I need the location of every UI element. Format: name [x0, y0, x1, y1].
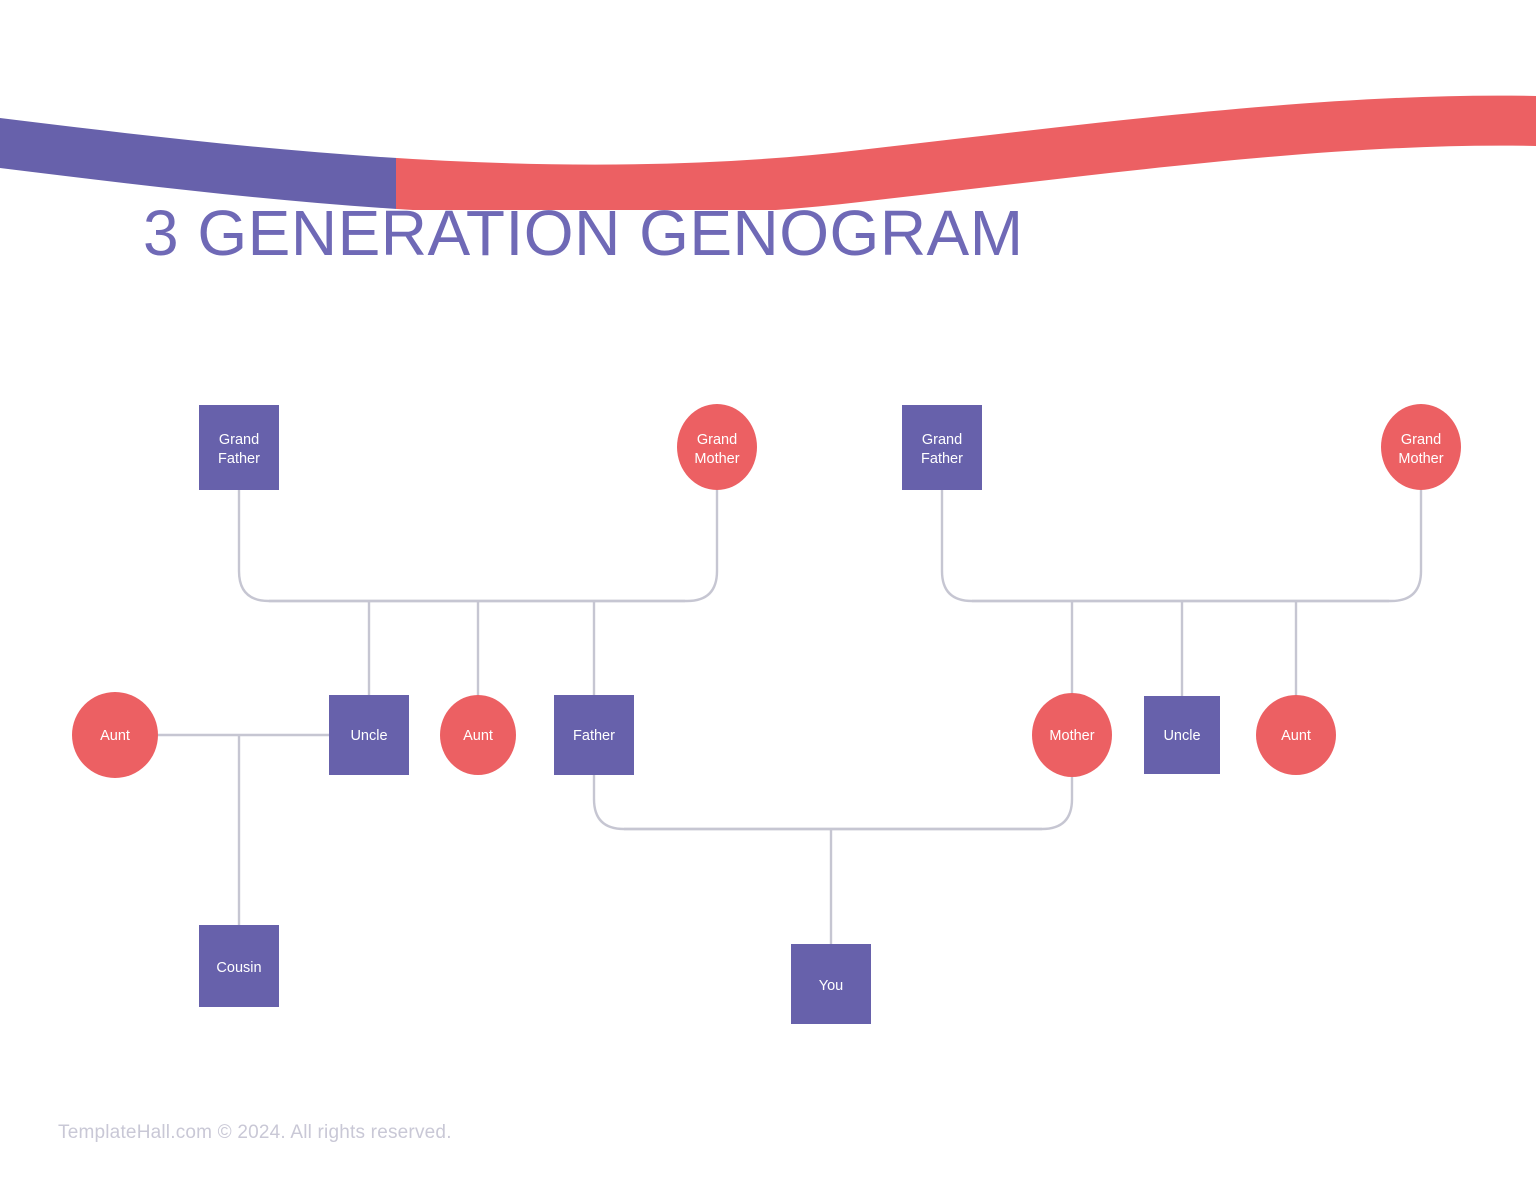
- node-label: You: [819, 978, 843, 994]
- connector-mother-to-bar: [624, 777, 1074, 831]
- node-label: Uncle: [350, 728, 387, 744]
- square-shape-male: [554, 695, 634, 775]
- node-maternal-grandmother[interactable]: Grand Mother: [1381, 404, 1461, 490]
- connector-father-to-bar: [592, 775, 1042, 831]
- square-shape-male: [1144, 696, 1220, 774]
- connector-pgf-to-bar: [237, 490, 685, 603]
- node-label-line-1: Grand: [1401, 432, 1441, 448]
- node-label-line-2: Father: [921, 451, 963, 467]
- node-label: Mother: [1049, 728, 1094, 744]
- connector-group-parents: [592, 775, 1074, 944]
- node-label: Aunt: [1281, 728, 1311, 744]
- connector-pgm-to-bar: [269, 490, 719, 603]
- node-label-line-2: Mother: [1398, 451, 1443, 467]
- circle-shape-female: [440, 695, 516, 775]
- connector-group-paternal-grandparents: [237, 490, 719, 697]
- connector-mgf-to-bar: [940, 490, 1389, 603]
- node-paternal-uncle[interactable]: Uncle: [329, 695, 409, 775]
- node-paternal-aunt-in-law[interactable]: Aunt: [72, 692, 158, 778]
- node-you[interactable]: You: [791, 944, 871, 1024]
- node-cousin[interactable]: Cousin: [199, 925, 279, 1007]
- node-paternal-grandmother[interactable]: Grand Mother: [677, 404, 757, 490]
- square-shape-male: [791, 944, 871, 1024]
- node-label: Cousin: [216, 960, 261, 976]
- circle-shape-female: [1256, 695, 1336, 775]
- square-shape-male: [902, 405, 982, 490]
- footer-copyright: TemplateHall.com © 2024. All rights rese…: [58, 1122, 452, 1143]
- node-maternal-grandfather[interactable]: Grand Father: [902, 405, 982, 490]
- node-label: Father: [573, 728, 615, 744]
- page-title: 3 GENERATION GENOGRAM: [143, 197, 1024, 269]
- circle-shape-female: [72, 692, 158, 778]
- circle-shape-female: [1032, 693, 1112, 777]
- connector-mgm-to-bar: [972, 490, 1423, 603]
- square-shape-male: [329, 695, 409, 775]
- node-paternal-grandfather[interactable]: Grand Father: [199, 405, 279, 490]
- node-label-line-2: Father: [218, 451, 260, 467]
- node-maternal-aunt[interactable]: Aunt: [1256, 695, 1336, 775]
- node-label-line-1: Grand: [219, 432, 259, 448]
- node-maternal-uncle[interactable]: Uncle: [1144, 696, 1220, 774]
- node-label: Aunt: [463, 728, 493, 744]
- square-shape-male: [199, 405, 279, 490]
- node-father[interactable]: Father: [554, 695, 634, 775]
- circle-shape-female: [677, 404, 757, 490]
- node-mother[interactable]: Mother: [1032, 693, 1112, 777]
- node-label-line-1: Grand: [697, 432, 737, 448]
- square-shape-male: [199, 925, 279, 1007]
- circle-shape-female: [1381, 404, 1461, 490]
- node-label-line-2: Mother: [694, 451, 739, 467]
- node-label-line-1: Grand: [922, 432, 962, 448]
- node-paternal-aunt[interactable]: Aunt: [440, 695, 516, 775]
- node-label: Uncle: [1163, 728, 1200, 744]
- node-label: Aunt: [100, 728, 130, 744]
- connector-group-uncle-aunt: [158, 733, 329, 925]
- connector-group-maternal-grandparents: [940, 490, 1423, 696]
